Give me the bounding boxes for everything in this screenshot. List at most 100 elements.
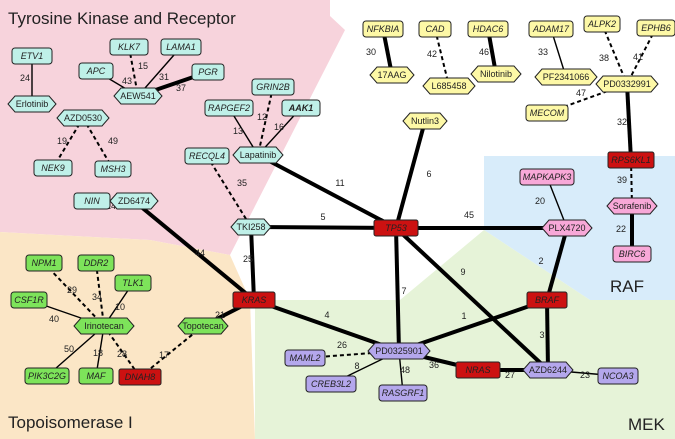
node-label-npm1: NPM1 bbox=[31, 258, 56, 268]
gene-node-nin: NIN bbox=[73, 192, 111, 210]
edge-label-RECQL4-TKI258: 35 bbox=[237, 178, 247, 188]
node-label-ephb6: EPHB6 bbox=[641, 23, 671, 33]
node-shape-ncoa3 bbox=[597, 367, 639, 385]
gene-node-recql4: RECQL4 bbox=[184, 147, 230, 165]
node-label-rps6kl1: RPS6KL1 bbox=[611, 155, 651, 165]
region-label-topoisomerase: Topoisomerase I bbox=[8, 413, 133, 432]
node-label-braf: BRAF bbox=[535, 295, 560, 305]
node-label-erlotinib: Erlotinib bbox=[16, 99, 49, 109]
edge-label-TKI258-KRAS: 25 bbox=[243, 254, 253, 264]
node-shape-sorafenib bbox=[606, 197, 658, 215]
node-label-aak1: AAK1 bbox=[288, 103, 314, 113]
gene-node-klk7: KLK7 bbox=[109, 38, 149, 56]
drug-node-pd0332991: PD0332991 bbox=[595, 75, 659, 93]
edge-label-NRAS-AZD6244: 27 bbox=[505, 370, 515, 380]
node-shape-nutlin3 bbox=[402, 112, 448, 130]
edge-label-RAPGEF2-Lapatinib: 13 bbox=[233, 126, 243, 136]
node-label-pd0332991: PD0332991 bbox=[603, 79, 651, 89]
edge-label-Irinotecan-DNAH8: 28 bbox=[117, 349, 127, 359]
node-shape-rasgrf1 bbox=[378, 384, 428, 402]
gene-node-etv1: ETV1 bbox=[11, 47, 53, 65]
drug-node-lapatinib: Lapatinib bbox=[232, 146, 284, 164]
node-label-pf2341066: PF2341066 bbox=[543, 72, 590, 82]
node-shape-topotecan bbox=[177, 317, 229, 335]
region-mek bbox=[255, 230, 675, 439]
gene-node-tlk1: TLK1 bbox=[114, 274, 152, 292]
region-label-mek: MEK bbox=[628, 415, 666, 434]
edge-label-APC-AEW541: 43 bbox=[122, 76, 132, 86]
edge-label-HDAC6-Nilotinib: 46 bbox=[479, 47, 489, 57]
edge-label-KRAS-PD0325901: 4 bbox=[324, 310, 329, 320]
drug-node-irinotecan: Irinotecan bbox=[73, 317, 135, 335]
edge-label-CAD-L685458: 42 bbox=[427, 49, 437, 59]
edge-label-Lapatinib-TP53: 11 bbox=[335, 178, 344, 188]
node-label-ncoa3: NCOA3 bbox=[602, 371, 633, 381]
node-shape-tp53 bbox=[373, 219, 419, 237]
edge-DDR2-Irinotecan bbox=[95, 262, 105, 327]
node-shape-aak1 bbox=[281, 99, 321, 117]
node-label-lapatinib: Lapatinib bbox=[240, 150, 277, 160]
node-label-l685458: L685458 bbox=[431, 81, 466, 91]
edge-ZD6474-KRAS bbox=[132, 199, 256, 302]
edge-label-CSF1R-Irinotecan: 40 bbox=[49, 314, 59, 324]
node-label-pik3c2g: PIK3C2G bbox=[28, 371, 66, 381]
node-label-topotecan: Topotecan bbox=[182, 321, 224, 331]
drug-node-aew541: AEW541 bbox=[113, 87, 163, 105]
gene-node-creb3l2: CREB3L2 bbox=[305, 375, 357, 393]
gene-node-maf: MAF bbox=[78, 367, 114, 385]
node-label-adam17: ADAM17 bbox=[532, 24, 570, 34]
node-label-nutlin3: Nutlin3 bbox=[411, 116, 439, 126]
gene-node-hdac6: HDAC6 bbox=[467, 20, 509, 38]
node-shape-dnah8 bbox=[118, 368, 162, 386]
edge-label-Topotecan-DNAH8: 17 bbox=[159, 350, 169, 360]
edge-label-AZD0530-MSH3: 49 bbox=[108, 136, 118, 146]
node-shape-braf bbox=[526, 291, 568, 309]
node-label-grin2b: GRIN2B bbox=[256, 82, 290, 92]
node-shape-zd6474 bbox=[109, 192, 159, 210]
node-shape-apc bbox=[78, 62, 114, 80]
node-label-apc: APC bbox=[86, 66, 106, 76]
edge-label-ZD6474-KRAS: 44 bbox=[195, 248, 205, 258]
node-label-tki258: TKI258 bbox=[236, 222, 265, 232]
edge-CAD-L685458 bbox=[434, 28, 450, 87]
node-label-lama1: LAMA1 bbox=[166, 42, 196, 52]
drug-node-topotecan: Topotecan bbox=[177, 317, 229, 335]
node-label-nek9: NEK9 bbox=[41, 163, 65, 173]
node-shape-rps6kl1 bbox=[607, 151, 655, 169]
node-shape-msh3 bbox=[94, 160, 132, 178]
gene-node-msh3: MSH3 bbox=[94, 160, 132, 178]
edge-label-CREB3L2-PD0325901: 8 bbox=[354, 361, 359, 371]
node-shape-plx4720 bbox=[541, 219, 593, 237]
edge-label-PD0325901-NRAS: 36 bbox=[429, 360, 439, 370]
gene-node-mecom: MECOM bbox=[525, 104, 569, 122]
region-label-raf: RAF bbox=[610, 277, 644, 296]
edge-Nutlin3-TP53 bbox=[394, 120, 427, 229]
edge-label-GRIN2B-Lapatinib: 12 bbox=[257, 112, 267, 122]
node-shape-cad bbox=[418, 20, 452, 38]
edge-NPM1-Irinotecan bbox=[43, 262, 105, 327]
gene-node-kras: KRAS bbox=[232, 291, 276, 309]
edge-label-AZD6244-NCOA3: 23 bbox=[580, 370, 590, 380]
node-label-klk7: KLK7 bbox=[118, 42, 141, 52]
gene-node-rapgef2: RAPGEF2 bbox=[204, 99, 254, 117]
edge-label-KLK7-AEW541: 15 bbox=[138, 61, 148, 71]
node-shape-alpk2 bbox=[583, 15, 621, 33]
edge-BRAF-AZD6244 bbox=[545, 299, 550, 371]
edge-label-AZD0530-NEK9: 19 bbox=[57, 136, 67, 146]
node-label-azd6244: AZD6244 bbox=[529, 365, 567, 375]
drug-node-pd0325901: PD0325901 bbox=[367, 342, 431, 360]
node-shape-pd0325901 bbox=[367, 342, 431, 360]
node-shape-birc6 bbox=[612, 245, 652, 263]
node-label-ddr2: DDR2 bbox=[84, 258, 109, 268]
node-label-rapgef2: RAPGEF2 bbox=[208, 103, 250, 113]
edge-label-BRAF-AZD6244: 3 bbox=[539, 330, 544, 340]
edge-label-BRAF-PD0325901: 1 bbox=[461, 311, 466, 321]
node-shape-tlk1 bbox=[114, 274, 152, 292]
edge-label-NFKBIA-17AAG: 30 bbox=[366, 47, 376, 57]
gene-node-maml2: MAML2 bbox=[284, 349, 326, 367]
edge-label-TP53-PLX4720: 45 bbox=[464, 210, 474, 220]
edge-label-DDR2-Irinotecan: 34 bbox=[92, 292, 102, 302]
node-label-pd0325901: PD0325901 bbox=[375, 346, 423, 356]
drug-node-nutlin3: Nutlin3 bbox=[402, 112, 448, 130]
